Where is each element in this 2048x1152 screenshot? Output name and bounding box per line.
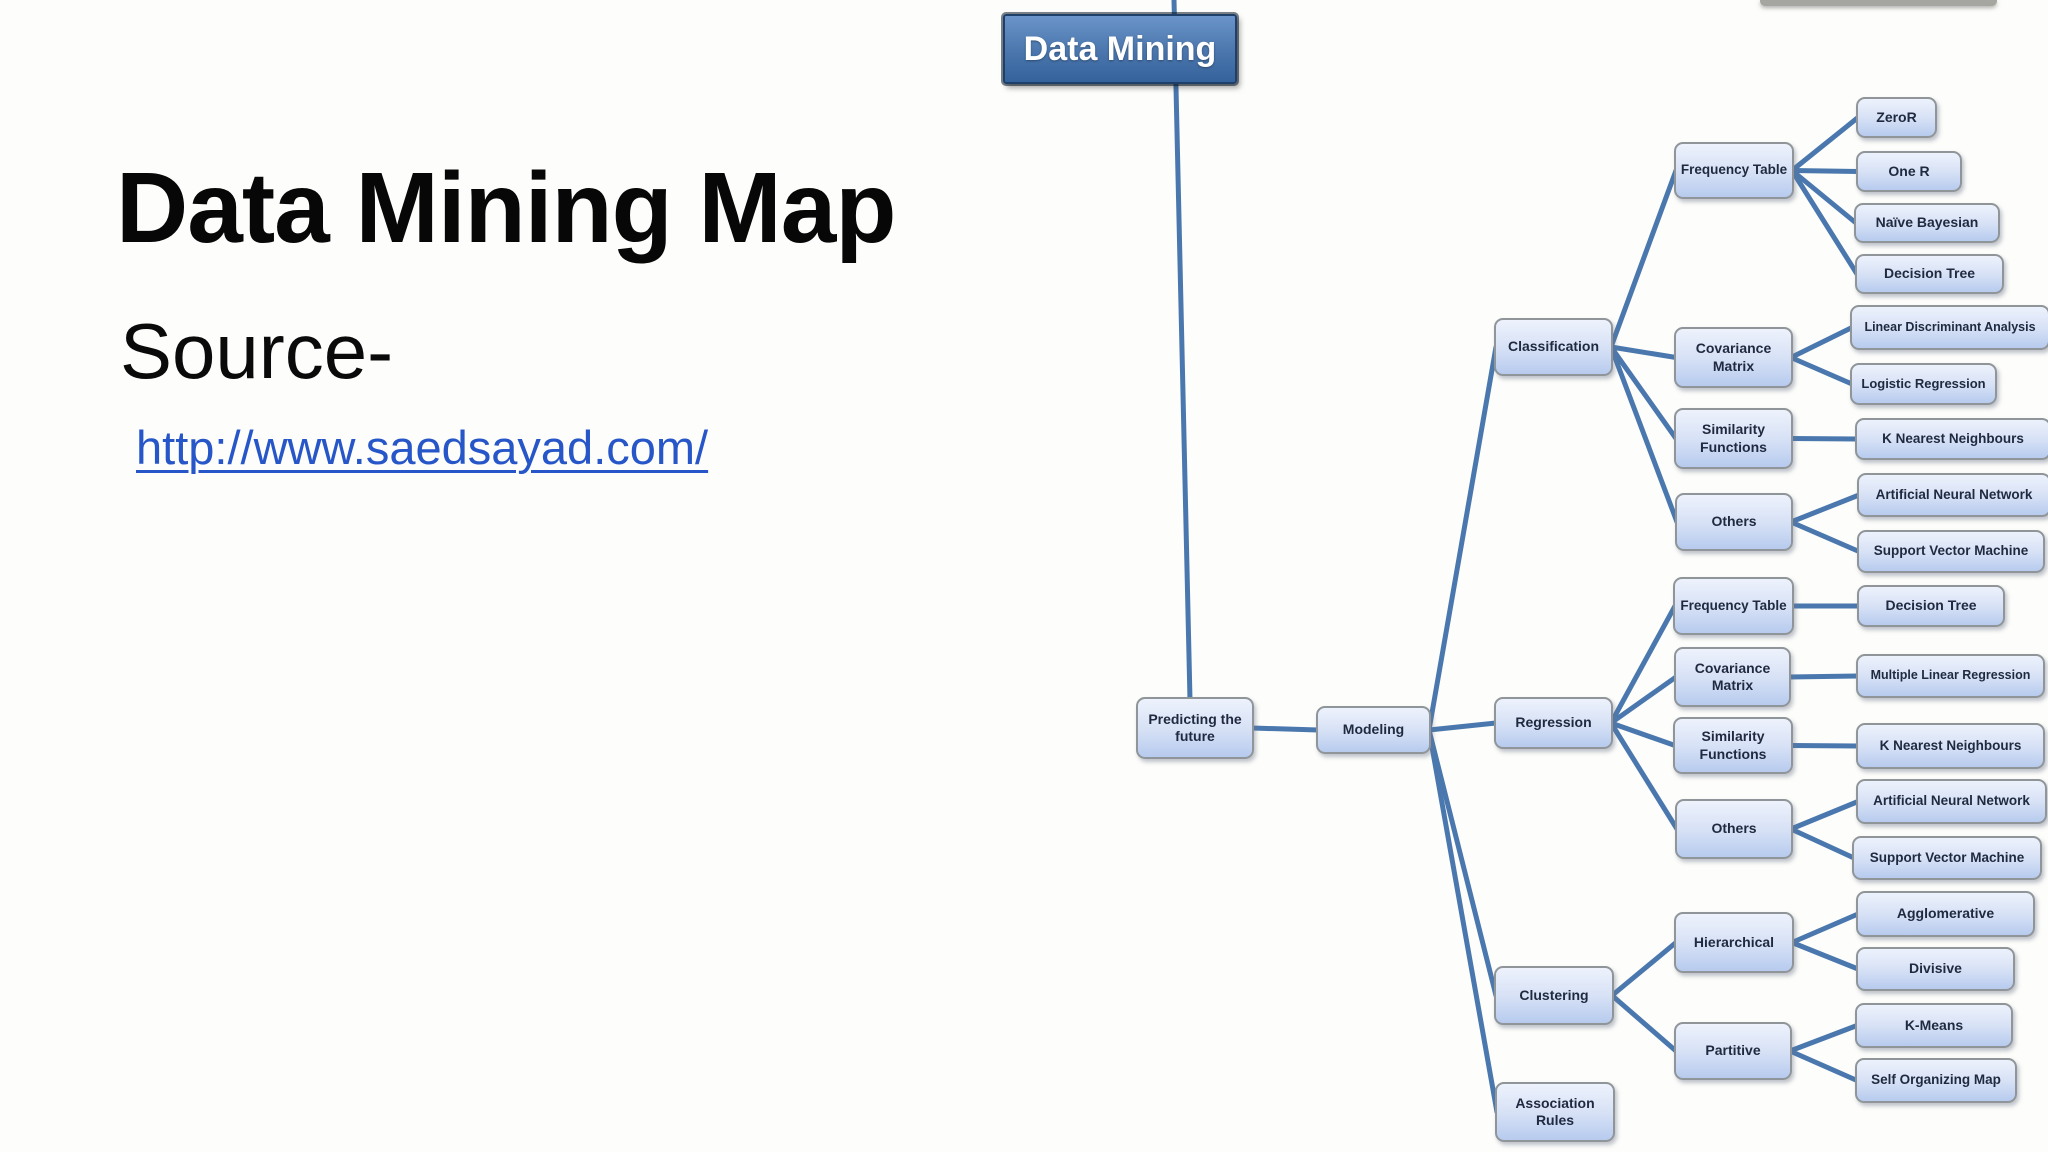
connector-line <box>1788 492 1862 525</box>
node-similarity-functions: Similarity Functions <box>1673 717 1793 774</box>
connector-line <box>1609 940 1679 998</box>
node-artificial-neural-network: Artificial Neural Network <box>1857 473 2048 517</box>
node-others: Others <box>1675 493 1793 551</box>
node-k-nearest-neighbours: K Nearest Neighbours <box>1856 723 2045 769</box>
node-self-organizing-map: Self Organizing Map <box>1855 1058 2017 1103</box>
connector-line <box>1788 826 1857 861</box>
connector-line <box>1608 344 1680 525</box>
connector-line <box>1789 115 1861 173</box>
connector-line <box>1426 727 1500 1115</box>
connector-line <box>1426 720 1499 733</box>
node-support-vector-machine: Support Vector Machine <box>1857 530 2045 573</box>
node-divisive: Divisive <box>1856 947 2015 991</box>
node-frequency-table: Frequency Table <box>1673 577 1794 635</box>
node-classification: Classification <box>1494 318 1613 376</box>
connector-line <box>1787 1048 1860 1083</box>
node-linear-discriminant-analysis: Linear Discriminant Analysis <box>1850 305 2048 350</box>
node-data-mining: Data Mining <box>1003 14 1237 84</box>
node-one-r: One R <box>1856 151 1962 192</box>
node-multiple-linear-regression: Multiple Linear Regression <box>1856 654 2045 698</box>
connector-line <box>1426 727 1499 998</box>
node-artificial-neural-network: Artificial Neural Network <box>1856 779 2047 824</box>
node-zeror: ZeroR <box>1856 97 1937 138</box>
node-k-means: K-Means <box>1855 1003 2013 1048</box>
connector-line <box>1788 799 1861 832</box>
node-predicting-the-future: Predicting the future <box>1136 697 1254 759</box>
connector-line <box>1608 720 1680 832</box>
connector-line <box>1788 325 1855 360</box>
node-modeling: Modeling <box>1316 706 1431 754</box>
source-label: Source- <box>120 307 394 395</box>
connector-line <box>1788 743 1861 749</box>
connector-line <box>1786 673 1861 680</box>
connector-line <box>1789 168 1860 277</box>
connector-line <box>1608 720 1678 748</box>
node-clustering: Clustering <box>1494 966 1614 1025</box>
source-link[interactable]: http://www.saedsayad.com/ <box>136 421 709 474</box>
node-agglomerative: Agglomerative <box>1856 891 2035 937</box>
connector-line <box>1788 355 1855 387</box>
node-k-nearest-neighbours: K Nearest Neighbours <box>1855 418 2048 460</box>
connector-line <box>1788 436 1860 442</box>
connector-line <box>1788 519 1862 554</box>
connector-line <box>1608 344 1679 441</box>
node-similarity-functions: Similarity Functions <box>1674 408 1793 469</box>
connector-line <box>1426 344 1499 733</box>
connector-line <box>1787 1023 1860 1054</box>
node-decision-tree: Decision Tree <box>1855 254 2004 294</box>
node-covariance-matrix: Covariance Matrix <box>1674 327 1793 388</box>
node-na-ve-bayesian: Naïve Bayesian <box>1854 203 2000 243</box>
node-support-vector-machine: Support Vector Machine <box>1852 836 2042 880</box>
connector-line <box>1608 603 1678 726</box>
connector-line <box>1789 940 1861 972</box>
node-regression: Regression <box>1494 697 1613 749</box>
connector-line <box>1789 168 1861 174</box>
connector-line <box>1608 168 1679 350</box>
connector-line <box>1789 168 1859 226</box>
connector-line <box>1608 674 1679 726</box>
node-decision-tree: Decision Tree <box>1857 585 2005 627</box>
connector-line <box>1789 911 1861 945</box>
connector-line <box>1171 0 1193 703</box>
cutoff-box-edge <box>1760 0 1997 6</box>
page-title: Data Mining Map <box>116 152 896 264</box>
node-logistic-regression: Logistic Regression <box>1850 363 1997 405</box>
node-hierarchical: Hierarchical <box>1674 912 1794 973</box>
node-frequency-table: Frequency Table <box>1674 142 1794 199</box>
node-partitive: Partitive <box>1674 1022 1792 1080</box>
connector-line <box>1249 725 1321 733</box>
connector-line <box>1608 344 1679 360</box>
node-covariance-matrix: Covariance Matrix <box>1674 647 1791 707</box>
connector-line <box>1609 993 1679 1054</box>
node-others: Others <box>1675 799 1793 859</box>
node-association-rules: Association Rules <box>1495 1082 1615 1142</box>
